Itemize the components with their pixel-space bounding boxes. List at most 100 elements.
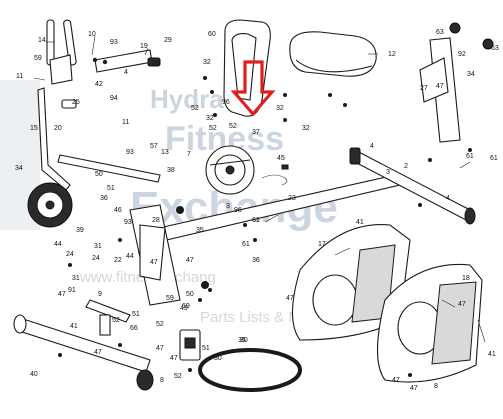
upper-handlebar-part xyxy=(46,19,161,85)
part-number-callout: 63 xyxy=(491,45,499,52)
part-number-callout: 32 xyxy=(203,59,211,66)
part-number-callout: 47 xyxy=(170,355,178,362)
part-number-callout: 50 xyxy=(186,291,194,298)
part-number-callout: 52 xyxy=(156,321,164,328)
part-number-callout: 35 xyxy=(238,337,246,344)
part-number-callout: 47 xyxy=(410,385,418,392)
cable-part xyxy=(261,164,289,186)
part-number-callout: 47 xyxy=(458,301,466,308)
callout-layer: 1410931920295960321263631142944923447272… xyxy=(15,29,499,392)
part-number-callout: 8 xyxy=(434,383,438,390)
part-number-callout: 17 xyxy=(318,241,326,248)
rear-stabilizer-part xyxy=(349,147,476,225)
part-number-callout: 20 xyxy=(152,60,160,67)
part-number-callout: 94 xyxy=(110,95,118,102)
part-number-callout: 4 xyxy=(370,143,374,150)
right-shroud-part xyxy=(376,263,483,383)
part-number-callout: 47 xyxy=(392,377,400,384)
part-number-callout: 44 xyxy=(126,253,134,260)
part-number-callout: 24 xyxy=(66,251,74,258)
part-number-callout: 34 xyxy=(15,165,23,172)
seat-part xyxy=(289,31,377,77)
part-number-callout: 47 xyxy=(286,295,294,302)
highlight-arrow xyxy=(230,60,276,117)
part-number-callout: 60 xyxy=(208,31,216,38)
part-number-callout: 45 xyxy=(277,155,285,162)
part-number-callout: 61 xyxy=(252,217,260,224)
part-number-callout: 52 xyxy=(191,105,199,112)
part-number-callout: 19 xyxy=(140,43,148,50)
part-number-callout: 46 xyxy=(114,207,122,214)
left-shroud-part xyxy=(292,223,411,341)
front-stabilizer-part xyxy=(13,314,154,391)
part-number-callout: 11 xyxy=(122,119,129,126)
part-number-callout: 3 xyxy=(386,169,390,176)
part-number-callout: 7 xyxy=(187,151,191,158)
part-number-callout: 47 xyxy=(186,257,194,264)
crank-part xyxy=(85,299,131,336)
part-number-callout: 27 xyxy=(420,85,428,92)
part-number-callout: 32 xyxy=(206,115,214,122)
part-number-callout: 22 xyxy=(114,257,122,264)
drive-belt-part xyxy=(198,348,302,392)
part-number-callout: 41 xyxy=(488,351,496,358)
part-number-callout: 30 xyxy=(240,337,248,344)
main-frame-part xyxy=(129,174,401,306)
part-number-callout: 13 xyxy=(161,149,169,156)
part-number-callout: 20 xyxy=(54,125,62,132)
part-number-callout: 28 xyxy=(152,217,160,224)
part-number-callout: 59 xyxy=(166,295,174,302)
watermark-sub: Parts Lists & Mo xyxy=(200,309,309,326)
part-number-callout: 36 xyxy=(252,257,260,264)
part-number-callout: 10 xyxy=(88,31,96,38)
left-arm-part xyxy=(37,87,161,191)
part-number-callout: 47 xyxy=(436,83,444,90)
part-number-callout: 52 xyxy=(112,317,120,324)
sensor-part xyxy=(179,329,201,361)
part-number-callout: 93 xyxy=(126,149,134,156)
part-number-callout: 14 xyxy=(38,37,46,44)
part-number-callout: 50 xyxy=(95,171,103,178)
part-number-callout: 61 xyxy=(242,241,250,248)
part-number-callout: 47 xyxy=(58,291,66,298)
part-number-callout: 41 xyxy=(70,323,78,330)
part-number-callout: 31 xyxy=(94,243,102,250)
part-number-callout: 24 xyxy=(92,255,100,262)
part-number-callout: 9 xyxy=(98,291,102,298)
part-number-callout: 52 xyxy=(209,125,217,132)
part-number-callout: 23 xyxy=(288,195,296,202)
part-number-callout: 40 xyxy=(30,371,38,378)
part-number-callout: 49 xyxy=(180,305,188,312)
part-number-callout: 8 xyxy=(160,377,164,384)
part-number-callout: 42 xyxy=(95,81,103,88)
part-number-callout: 29 xyxy=(164,37,172,44)
part-number-callout: 61 xyxy=(466,153,474,160)
part-number-callout: 41 xyxy=(356,219,364,226)
part-number-callout: 31 xyxy=(72,275,80,282)
part-number-callout: 18 xyxy=(462,275,470,282)
part-number-callout: 11 xyxy=(16,73,23,80)
part-number-callout: 38 xyxy=(167,167,175,174)
part-number-callout: 92 xyxy=(458,51,466,58)
part-number-callout: 91 xyxy=(68,287,76,294)
part-number-callout: 69 xyxy=(182,303,190,310)
seat-post-part xyxy=(419,22,494,143)
part-number-callout: 59 xyxy=(34,55,42,62)
part-number-callout: 36 xyxy=(100,195,108,202)
part-number-callout: 93 xyxy=(110,39,118,46)
part-number-callout: 44 xyxy=(54,241,62,248)
part-number-callout: 30 xyxy=(214,355,222,362)
part-number-callout: 57 xyxy=(150,143,158,150)
flywheel-part xyxy=(27,182,73,228)
part-number-callout: 35 xyxy=(196,227,204,234)
part-number-callout: 39 xyxy=(76,227,84,234)
part-number-callout: 32 xyxy=(302,125,310,132)
part-number-callout: 51 xyxy=(107,185,115,192)
part-number-callout: 66 xyxy=(130,325,138,332)
part-number-callout: 47 xyxy=(94,349,102,356)
part-number-callout: 96 xyxy=(222,99,230,106)
part-number-callout: 2 xyxy=(404,163,408,170)
part-number-callout: 47 xyxy=(150,259,158,266)
